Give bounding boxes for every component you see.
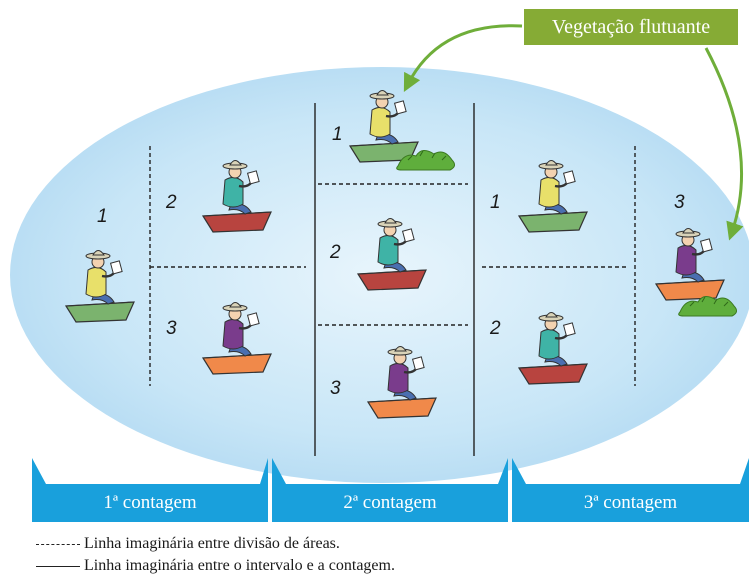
area-number: 1 — [490, 192, 501, 213]
tab-shape — [272, 458, 508, 522]
callout-arrow — [403, 24, 523, 92]
legend-text: Linha imaginária entre divisão de áreas. — [84, 535, 340, 552]
legend-solid: Linha imaginária entre o intervalo e a c… — [36, 557, 395, 575]
callout-arrow — [704, 47, 744, 241]
dashed-line-sample — [36, 543, 80, 545]
legend-dashed: Linha imaginária entre divisão de áreas. — [36, 535, 340, 553]
area-number: 2 — [165, 192, 177, 213]
vegetation-callout: Vegetação flutuante — [524, 9, 738, 45]
area-number: 1 — [332, 124, 343, 145]
legend-text: Linha imaginária entre o intervalo e a c… — [84, 557, 395, 574]
tab-shape — [512, 458, 749, 522]
area-number: 2 — [489, 318, 501, 339]
area-number: 3 — [674, 192, 685, 213]
tab-second-count: 2ª contagem — [343, 492, 437, 513]
area-number: 3 — [166, 318, 177, 339]
area-number: 3 — [330, 378, 341, 399]
area-number: 2 — [329, 242, 341, 263]
tab-third-count: 3ª contagem — [583, 492, 678, 513]
tab-first-count: 1ª contagem — [103, 492, 197, 513]
solid-line-sample — [36, 565, 80, 567]
tab-shape — [32, 458, 268, 522]
area-number: 1 — [97, 206, 108, 227]
